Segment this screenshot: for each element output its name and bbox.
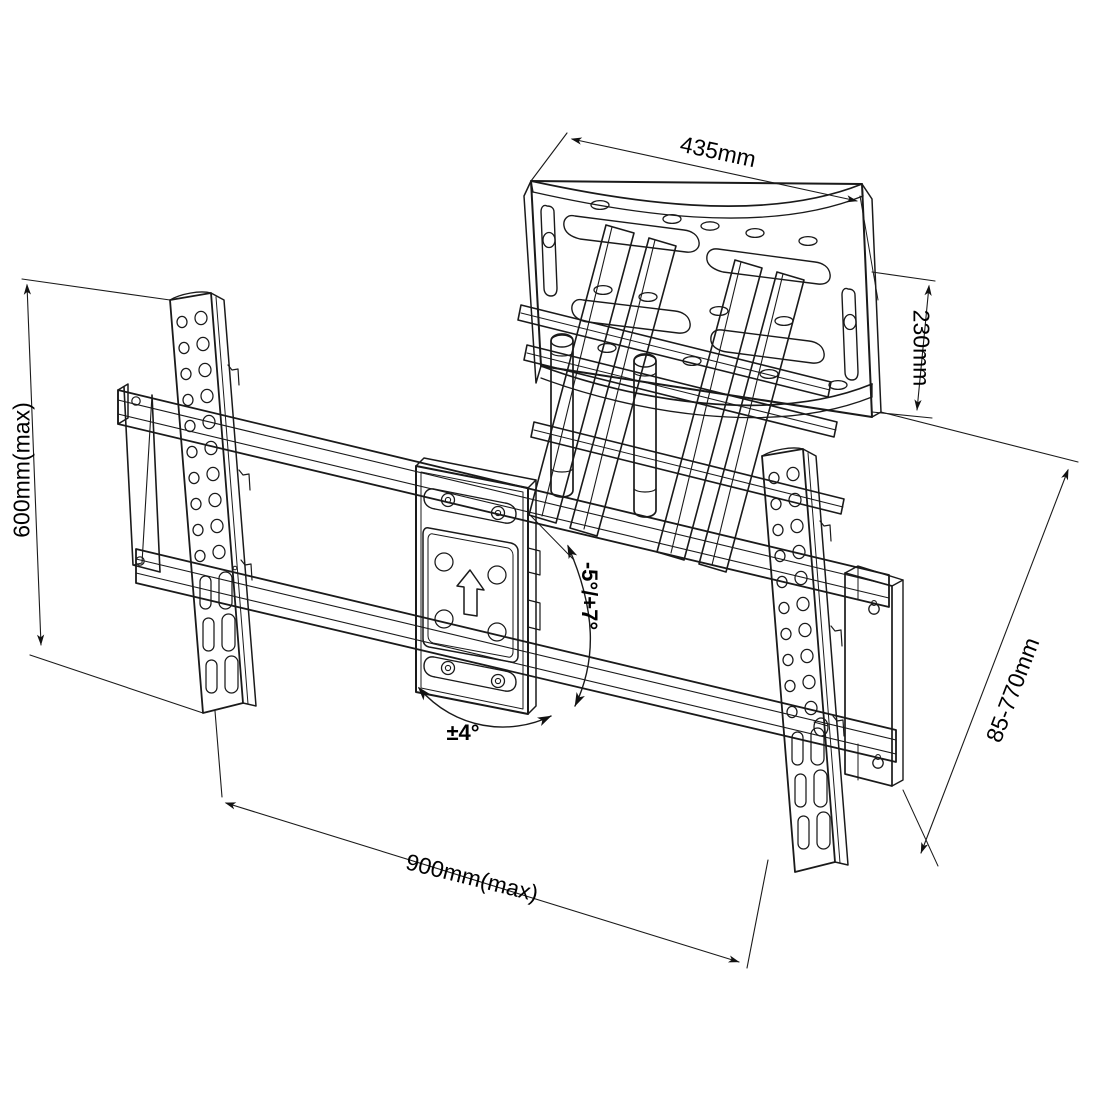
pivot-cylinder [633, 353, 657, 518]
right-vertical-rail [761, 447, 849, 873]
dim-line-900mm [214, 710, 769, 969]
wall-plate-center-panel [422, 527, 519, 663]
articulating-arm [517, 224, 845, 573]
bracket-right-slot [841, 287, 859, 381]
left-vertical-rail [169, 291, 257, 714]
angle-arc-tilt [530, 515, 591, 707]
pivot-cylinder [550, 333, 574, 498]
wall-plate-top-slot [423, 488, 517, 524]
dim-line-230mm [871, 271, 936, 419]
angle-label-tilt: -5°/+7° [577, 561, 602, 631]
dimension-label-600mm-max: 600mm(max) [8, 402, 35, 538]
dimension-label-230mm: 230mm [908, 309, 935, 387]
up-arrow-marker [456, 569, 485, 617]
dim-line-600mm [21, 278, 204, 714]
horizontal-crossbar-lower [135, 548, 904, 787]
horizontal-crossbar-upper [117, 383, 890, 608]
dim-line-85-770mm [880, 411, 1079, 867]
dim-line-435mm [530, 132, 879, 301]
bracket-left-slot [540, 204, 558, 297]
angle-arc-swivel [417, 686, 552, 728]
tv-bracket-plate [523, 180, 882, 419]
angle-label-swivel: ±4° [446, 720, 480, 745]
